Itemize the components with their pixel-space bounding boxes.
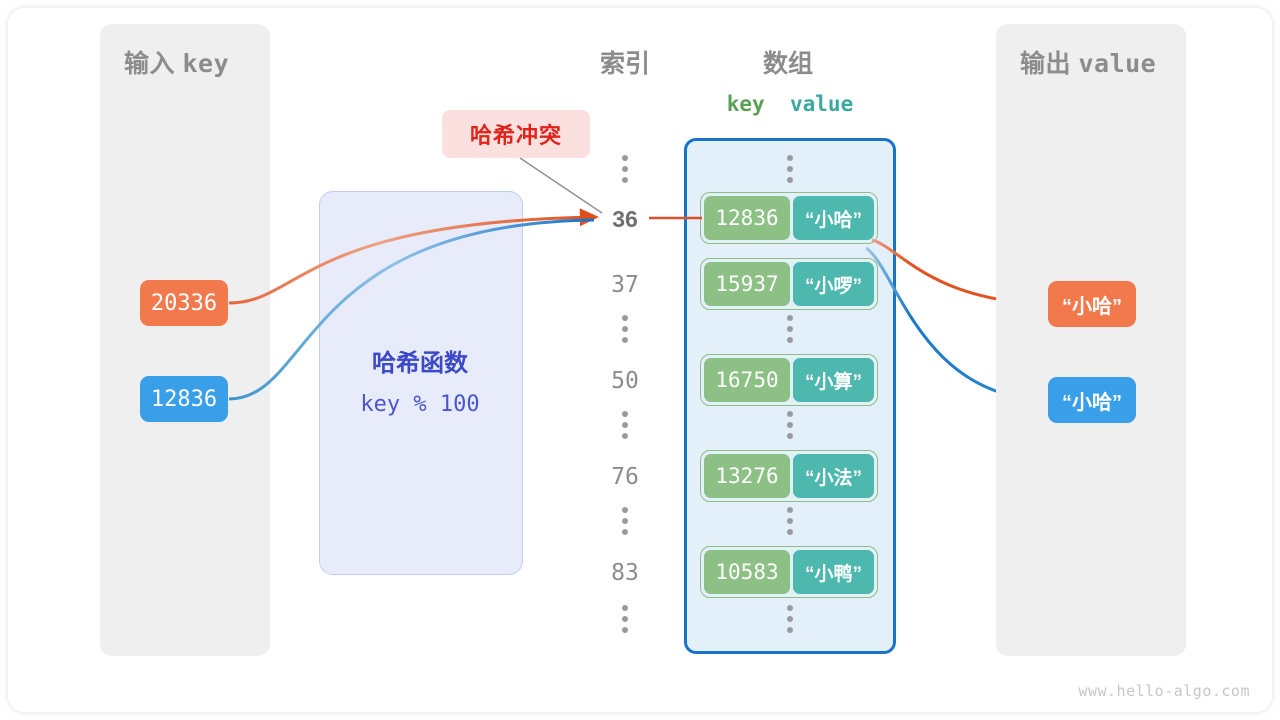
index-label-83: 83 <box>611 560 639 586</box>
dot <box>622 529 628 535</box>
dot <box>787 326 793 332</box>
key-value-column-heading: key value <box>684 92 896 116</box>
index-ellipsis <box>566 312 684 346</box>
entry-value: “小算” <box>793 358 874 402</box>
array-ellipsis <box>684 602 896 636</box>
index-label-37: 37 <box>611 272 639 298</box>
dot <box>787 337 793 343</box>
input-key-chip-20336[interactable]: 20336 <box>140 280 228 326</box>
array-entry-36[interactable]: 12836“小哈” <box>700 192 878 244</box>
array-column-heading: 数组 <box>762 50 813 78</box>
dot <box>787 155 793 161</box>
dot <box>787 627 793 633</box>
array-ellipsis <box>684 152 896 186</box>
input-key-chip-12836[interactable]: 12836 <box>140 376 228 422</box>
entry-value: “小鸭” <box>793 550 874 594</box>
output-value-panel <box>996 24 1186 656</box>
index-label-36: 36 <box>612 206 638 232</box>
entry-key: 10583 <box>704 550 790 594</box>
array-entry-37[interactable]: 15937“小啰” <box>700 258 878 310</box>
index-column-heading: 索引 <box>599 50 650 78</box>
index-ellipsis <box>566 504 684 538</box>
dot <box>787 315 793 321</box>
dot <box>622 605 628 611</box>
kv-heading-value: value <box>790 92 854 116</box>
dot <box>787 177 793 183</box>
input-panel-title: 输入 key <box>124 44 229 80</box>
entry-key: 13276 <box>704 454 790 498</box>
dot <box>622 433 628 439</box>
dot <box>787 433 793 439</box>
dot <box>622 411 628 417</box>
index-ellipsis <box>566 602 684 636</box>
output-panel-title-cn: 输出 <box>1020 50 1072 78</box>
kv-heading-key: key <box>726 92 765 116</box>
dot <box>787 507 793 513</box>
dot <box>787 411 793 417</box>
array-ellipsis <box>684 312 896 346</box>
hash-function-formula: key % 100 <box>360 392 480 417</box>
dot <box>622 337 628 343</box>
array-ellipsis <box>684 504 896 538</box>
hash-function-label: 哈希函数 <box>372 350 468 377</box>
input-key-panel <box>100 24 270 656</box>
dot <box>622 155 628 161</box>
dot <box>787 529 793 535</box>
output-panel-title: 输出 value <box>1020 44 1156 80</box>
dot <box>787 616 793 622</box>
dot <box>787 422 793 428</box>
index-ellipsis <box>566 152 684 186</box>
output-value-chip-orange[interactable]: “小哈” <box>1048 281 1136 327</box>
entry-key: 16750 <box>704 358 790 402</box>
dot <box>622 518 628 524</box>
entry-value: “小啰” <box>793 262 874 306</box>
dot <box>622 616 628 622</box>
hash-function-box <box>319 191 523 575</box>
dot <box>787 605 793 611</box>
output-value-chip-blue[interactable]: “小哈” <box>1048 377 1136 423</box>
dot <box>622 315 628 321</box>
hash-collision-badge: 哈希冲突 <box>442 110 590 158</box>
dot <box>622 166 628 172</box>
array-ellipsis <box>684 408 896 442</box>
index-ellipsis <box>566 408 684 442</box>
input-panel-title-cn: 输入 <box>124 50 176 78</box>
input-panel-title-mono: key <box>182 49 230 78</box>
array-entry-83[interactable]: 10583“小鸭” <box>700 546 878 598</box>
entry-key: 12836 <box>704 196 790 240</box>
entry-value: “小法” <box>793 454 874 498</box>
dot <box>622 177 628 183</box>
entry-key: 15937 <box>704 262 790 306</box>
dot <box>622 627 628 633</box>
watermark: www.hello-algo.com <box>1078 682 1250 700</box>
entry-value: “小哈” <box>793 196 874 240</box>
index-label-50: 50 <box>611 368 639 394</box>
dot <box>787 518 793 524</box>
array-entry-50[interactable]: 16750“小算” <box>700 354 878 406</box>
dot <box>622 422 628 428</box>
array-entry-76[interactable]: 13276“小法” <box>700 450 878 502</box>
output-panel-title-mono: value <box>1078 49 1157 78</box>
index-label-76: 76 <box>611 464 639 490</box>
dot <box>622 507 628 513</box>
dot <box>622 326 628 332</box>
dot <box>787 166 793 172</box>
